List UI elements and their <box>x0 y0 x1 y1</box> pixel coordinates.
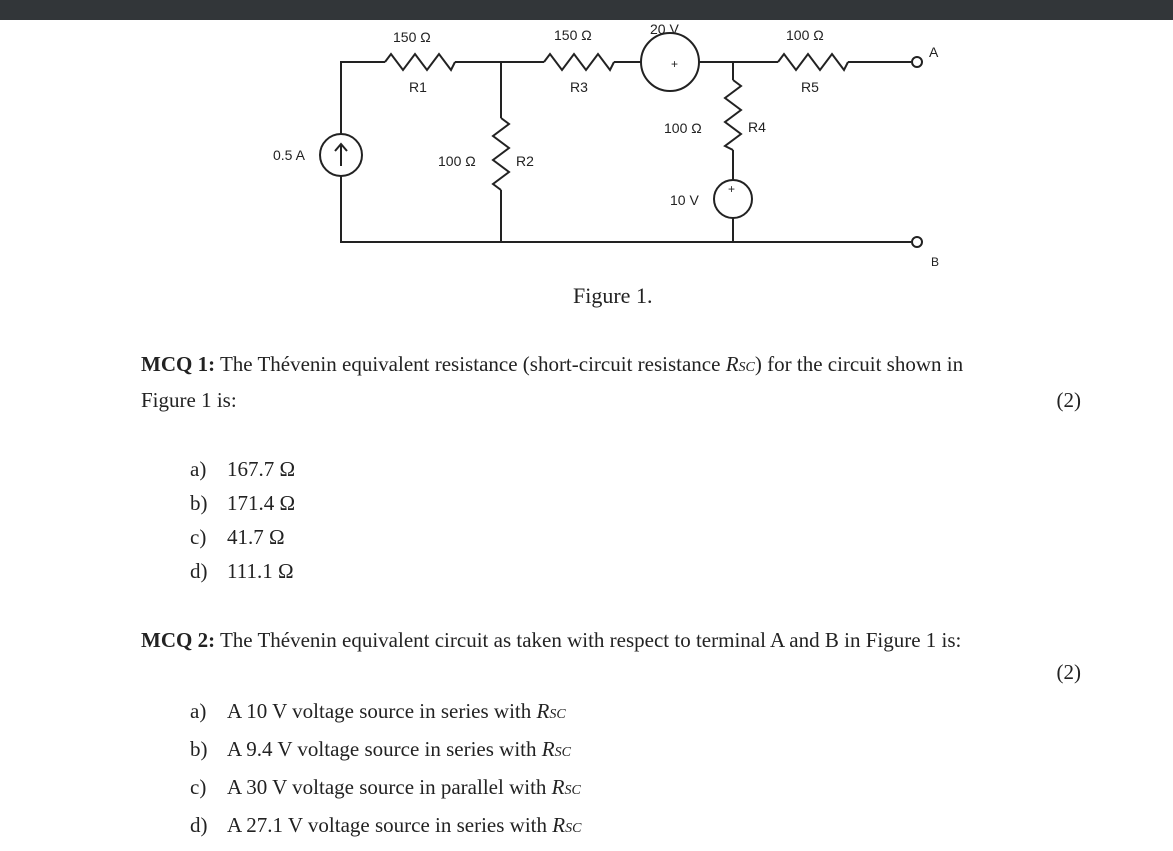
label-vs2-value: 10 V <box>670 192 699 208</box>
label-r5-value: 100 Ω <box>786 27 824 43</box>
resistor-r5 <box>777 52 849 72</box>
option-r-sub: SC <box>554 745 571 760</box>
mcq1-option: a) 167.7 Ω <box>190 452 295 486</box>
label-r4-value: 100 Ω <box>664 120 702 136</box>
option-letter: a) <box>190 457 207 481</box>
terminal-b-node <box>911 236 923 248</box>
resistor-r2 <box>491 117 511 191</box>
wire-bottom <box>340 176 911 243</box>
current-source <box>319 133 363 177</box>
mcq1-options: a) 167.7 Ω b) 171.4 Ω c) 41.7 Ω d) 111.1 Ω <box>190 452 295 588</box>
label-r2-name: R2 <box>516 153 534 169</box>
circuit-diagram: 150 Ω R1 150 Ω R3 20 V + 100 Ω R5 A 0.5 … <box>273 21 939 269</box>
mcq1-option: c) 41.7 Ω <box>190 520 295 554</box>
mcq2-options: a) A 10 V voltage source in series with R… <box>190 694 581 846</box>
option-text: 171.4 Ω <box>227 491 296 515</box>
option-text: A 30 V voltage source in parallel with <box>227 775 552 799</box>
figure-caption: Figure 1. <box>573 283 653 308</box>
mcq1-option: b) 171.4 Ω <box>190 486 295 520</box>
mcq2-heading: MCQ 2: <box>141 628 216 652</box>
mcq1-question: MCQ 1: The Thévenin equivalent resistanc… <box>141 348 1081 416</box>
mcq2-option: d) A 27.1 V voltage source in series with… <box>190 808 581 846</box>
option-r-sub: SC <box>549 707 566 722</box>
mcq1-r-symbol: R <box>725 352 739 376</box>
option-text: A 27.1 V voltage source in series with <box>227 813 553 837</box>
wire-left-top <box>340 61 385 134</box>
mcq1-option: d) 111.1 Ω <box>190 554 295 588</box>
label-r1-name: R1 <box>409 79 427 95</box>
option-letter: a) <box>190 699 207 723</box>
voltage-source-20v <box>640 32 700 92</box>
option-text: A 10 V voltage source in series with <box>227 699 537 723</box>
mcq2-question: MCQ 2: The Thévenin equivalent circuit a… <box>141 624 1081 688</box>
resistor-r4 <box>723 79 743 151</box>
mcq1-text-after: ) for the circuit shown in <box>754 352 964 376</box>
option-r-symbol: R <box>551 775 565 799</box>
option-letter: b) <box>190 491 208 515</box>
label-r4-name: R4 <box>748 119 766 135</box>
mcq1-r-sub: SC <box>738 360 755 375</box>
mcq2-option: c) A 30 V voltage source in parallel with… <box>190 770 581 808</box>
label-r5-name: R5 <box>801 79 819 95</box>
label-r3-value: 150 Ω <box>554 27 592 43</box>
current-arrow-icon <box>334 142 348 166</box>
mcq1-heading: MCQ 1: <box>141 352 216 376</box>
option-r-sub: SC <box>565 821 582 836</box>
option-letter: c) <box>190 525 207 549</box>
resistor-r3 <box>543 52 615 72</box>
option-text: A 9.4 V voltage source in series with <box>227 737 542 761</box>
mcq2-option: b)A 9.4 V voltage source in series with … <box>190 732 581 770</box>
label-r3-name: R3 <box>570 79 588 95</box>
terminal-a-node <box>911 56 923 68</box>
label-vs2-plus: + <box>728 182 735 196</box>
option-letter: b) <box>190 737 208 761</box>
label-vs1-value: 20 V <box>650 21 679 37</box>
label-r1-value: 150 Ω <box>393 29 431 45</box>
option-text: 167.7 Ω <box>227 457 296 481</box>
label-r2-value: 100 Ω <box>438 153 476 169</box>
resistor-r1 <box>384 52 456 72</box>
option-text: 111.1 Ω <box>227 559 294 583</box>
option-r-symbol: R <box>536 699 550 723</box>
option-r-sub: SC <box>564 783 581 798</box>
mcq1-marks: (2) <box>1056 388 1082 412</box>
label-source-current: 0.5 A <box>273 147 306 163</box>
option-r-symbol: R <box>552 813 566 837</box>
voltage-source-10v <box>713 179 753 219</box>
mcq1-line2: Figure 1 is: <box>141 388 237 412</box>
label-vs1-plus: + <box>671 57 678 71</box>
viewer-top-bar <box>0 0 1173 20</box>
mcq2-option: a) A 10 V voltage source in series with R… <box>190 694 581 732</box>
option-letter: d) <box>190 559 208 583</box>
mcq2-marks: (2) <box>1056 660 1082 684</box>
option-r-symbol: R <box>541 737 555 761</box>
option-letter: c) <box>190 775 207 799</box>
label-terminal-a: A <box>929 44 939 60</box>
mcq2-text: The Thévenin equivalent circuit as taken… <box>215 628 962 652</box>
option-letter: d) <box>190 813 208 837</box>
option-text: 41.7 Ω <box>227 525 285 549</box>
mcq1-text-before: The Thévenin equivalent resistance (shor… <box>215 352 726 376</box>
label-terminal-b: B <box>931 255 939 269</box>
